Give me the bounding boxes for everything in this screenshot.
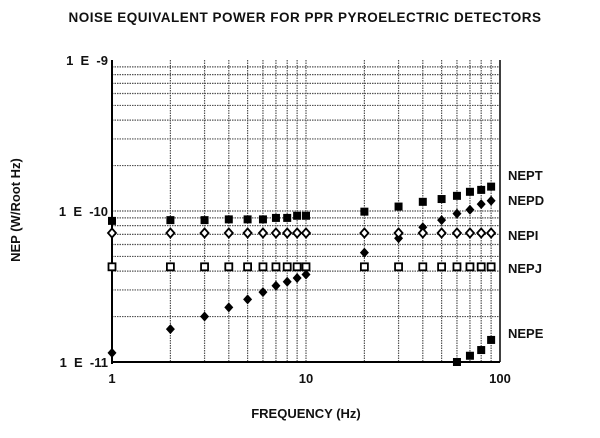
- nepj-point: [243, 262, 253, 272]
- y-axis-label: NEP (W/Root Hz): [8, 158, 23, 262]
- y-tick-label: 1 E -11: [60, 355, 108, 370]
- nepd-point: [165, 324, 175, 335]
- x-tick-label: 100: [489, 371, 511, 386]
- series-label-nept: NEPT: [508, 168, 543, 183]
- x-axis-label: FREQUENCY (Hz): [251, 406, 361, 421]
- nepj-point: [224, 262, 234, 272]
- nepi-point: [281, 227, 293, 239]
- nepj-point: [271, 262, 281, 272]
- nept-point: [394, 202, 403, 211]
- nept-point: [200, 216, 209, 225]
- nept-point: [283, 213, 292, 222]
- nepi-point: [291, 227, 303, 239]
- nepi-point: [242, 227, 253, 239]
- data-points: [106, 182, 497, 366]
- nepd-point: [224, 302, 234, 313]
- nepi-point: [165, 227, 176, 239]
- chart-title: NOISE EQUIVALENT POWER FOR PPR PYROELECT…: [68, 10, 541, 25]
- nepi-point: [451, 227, 463, 239]
- x-tick-label: 10: [299, 371, 313, 386]
- nept-point: [108, 216, 116, 225]
- nepi-point: [464, 227, 476, 239]
- nepi-point: [300, 227, 312, 239]
- nept-point: [258, 215, 267, 224]
- nept-point: [418, 197, 427, 206]
- nepj-point: [452, 262, 462, 272]
- nepd-point: [476, 199, 486, 210]
- nepj-point: [437, 262, 447, 272]
- nepi-point: [106, 227, 118, 239]
- nepj-point: [282, 262, 292, 272]
- nepd-point: [292, 272, 302, 283]
- nepi-point: [223, 227, 235, 239]
- nepd-point: [258, 287, 268, 298]
- nepd-point: [359, 247, 369, 258]
- nept-point: [437, 195, 446, 204]
- axes: [111, 60, 501, 364]
- nepi-point: [485, 227, 497, 239]
- nepj-point: [359, 262, 369, 272]
- nepi-point: [257, 227, 269, 239]
- nept-point: [271, 213, 280, 222]
- nepj-point: [394, 262, 403, 272]
- nepi-point: [393, 227, 404, 239]
- nepi-point: [436, 227, 447, 239]
- nepd-point: [465, 204, 475, 215]
- nepe-point: [487, 335, 496, 344]
- nepe-point: [465, 351, 474, 360]
- nepd-point: [282, 276, 292, 287]
- nepd-point: [107, 347, 117, 358]
- series-label-nepe: NEPE: [508, 326, 544, 341]
- nepj-point: [165, 262, 175, 272]
- nepi-point: [270, 227, 282, 239]
- nept-point: [302, 211, 310, 220]
- nepd-point: [437, 215, 447, 226]
- nept-point: [166, 216, 175, 225]
- nepj-point: [200, 262, 209, 272]
- nepd-point: [452, 208, 462, 219]
- nepi-point: [199, 227, 210, 239]
- nepj-point: [301, 262, 311, 272]
- y-tick-label: 1 E -10: [59, 204, 108, 219]
- nepd-point: [301, 269, 311, 280]
- y-tick-label: 1 E -9: [66, 53, 108, 68]
- grid-lines: [112, 60, 500, 362]
- nepi-point: [359, 227, 370, 239]
- nept-point: [293, 211, 302, 220]
- nepi-point: [475, 227, 487, 239]
- nept-point: [487, 182, 496, 191]
- series-label-nepi: NEPI: [508, 228, 538, 243]
- tick-labels: 1 10 100 1 E -9 1 E -10 1 E -11: [59, 53, 511, 386]
- nepd-point: [486, 195, 496, 206]
- nept-point: [477, 185, 486, 194]
- nept-point: [360, 207, 369, 216]
- nept-point: [243, 215, 252, 224]
- nepd-point: [243, 294, 253, 305]
- nepe-point: [452, 358, 461, 366]
- nepe-point: [477, 346, 486, 355]
- nepj-point: [258, 262, 268, 272]
- nepj-point: [418, 262, 428, 272]
- series-label-nepd: NEPD: [508, 193, 544, 208]
- nepj-point: [486, 262, 496, 272]
- nepj-point: [465, 262, 475, 272]
- nepj-point: [292, 262, 302, 272]
- x-tick-label: 1: [108, 371, 115, 386]
- nepd-point: [200, 311, 210, 322]
- series-label-nepj: NEPJ: [508, 261, 542, 276]
- nept-point: [452, 191, 461, 200]
- nepi-point: [417, 227, 429, 239]
- nepj-point: [107, 262, 117, 272]
- nepj-point: [476, 262, 486, 272]
- series-labels: NEPT NEPD NEPI NEPJ NEPE: [508, 168, 544, 341]
- nept-point: [465, 187, 474, 196]
- nepd-point: [271, 280, 281, 291]
- nept-point: [224, 215, 233, 224]
